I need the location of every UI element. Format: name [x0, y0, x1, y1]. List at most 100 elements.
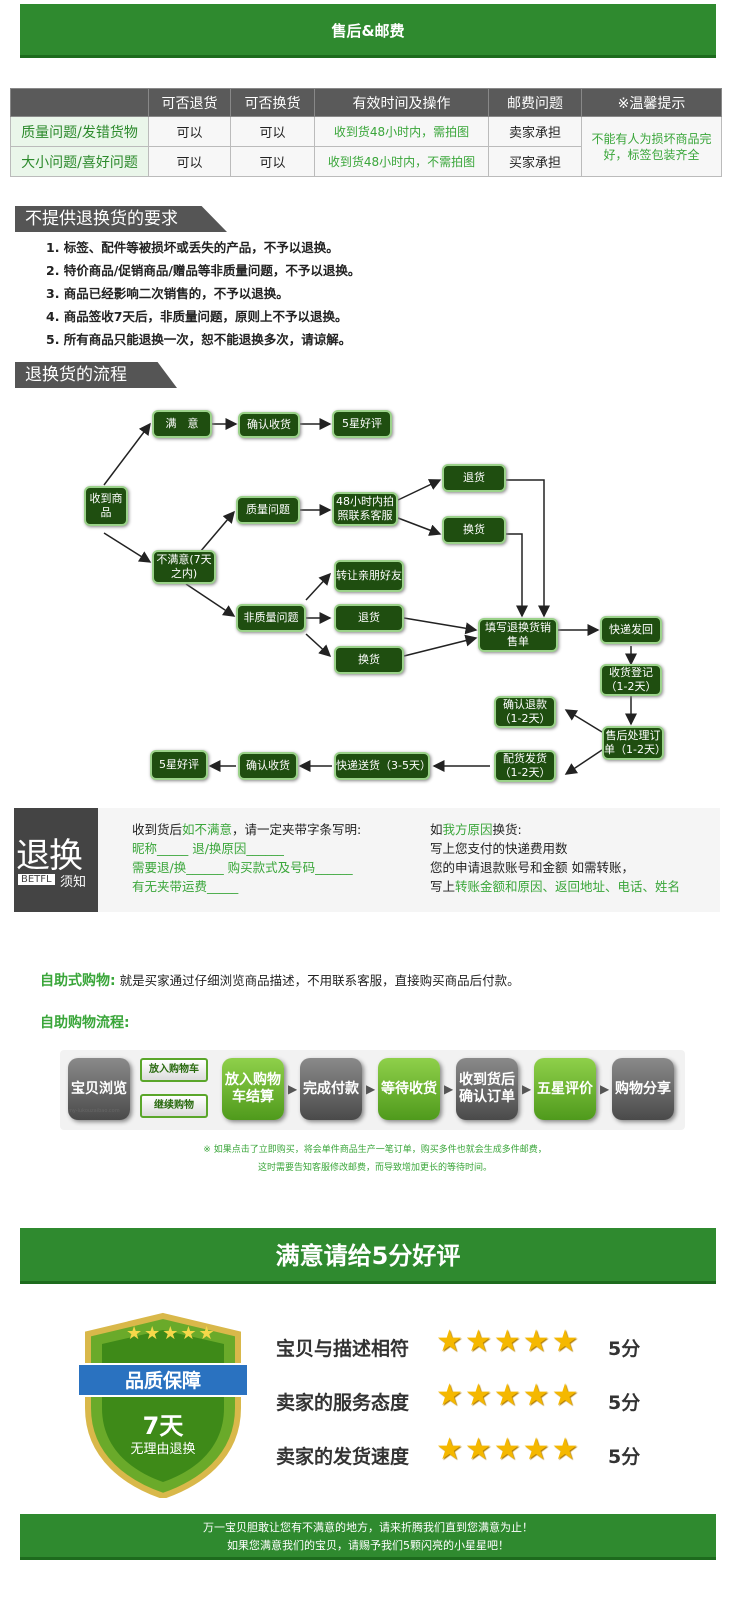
rating-score: 5分	[608, 1392, 641, 1414]
node-process-order: 售后处理订单（1-2天）	[602, 726, 666, 760]
step-share: 购物分享	[612, 1058, 674, 1120]
note-line: ※ 如果点击了立即购买，将会单件商品生产一笔订单，购买多件也就会生成多件邮费，	[203, 1145, 547, 1155]
badge-title: 品质保障	[124, 1370, 201, 1392]
arrow-icon: ▶	[444, 1082, 454, 1096]
table-header	[10, 88, 149, 117]
node-transfer: 转让亲朋好友	[334, 560, 404, 592]
flow-arrows	[103, 418, 637, 775]
arrow-icon: ▶	[366, 1082, 376, 1096]
node-fill-form: 填写退换货销售单	[478, 618, 558, 652]
add-to-cart-button[interactable]: 放入购物车	[140, 1058, 208, 1082]
process-title: 退换货的流程	[15, 362, 177, 388]
star-icon: ★★★★★	[436, 1378, 581, 1413]
notice-logo: 退换 BETFL 须知	[14, 808, 98, 912]
arrow-icon: ▶	[522, 1082, 532, 1096]
node-confirm-receipt: 确认收货	[238, 412, 300, 438]
badge-sub: 无理由退换	[130, 1442, 196, 1457]
step-pay: 完成付款	[300, 1058, 362, 1120]
footer-line: 如果您满意我们的宝贝，请赐予我们5颗闪亮的小星星吧！	[227, 1539, 509, 1552]
no-return-title: 不提供退换货的要求	[15, 206, 227, 232]
rating-label: 宝贝与描述相符	[276, 1338, 410, 1360]
step-browse: 宝贝浏览	[68, 1058, 130, 1120]
step-confirm-order: 收到货后确认订单	[456, 1058, 518, 1120]
badge-stars-icon: ★★★★★	[126, 1323, 217, 1344]
notice-logo-big: 退换	[16, 836, 83, 876]
tip-cell: 不能有人为损坏商品完好，标签包装齐全	[581, 116, 722, 177]
table-header: 有效时间及操作	[314, 88, 489, 117]
node-return: 退货	[334, 604, 404, 632]
watermark: my-lukouzaibao.com	[68, 1108, 120, 1114]
notice-right: 如我方原因换货: 写上您支付的快递费用数 您的申请退款账号和金额 如需转账， 写…	[430, 820, 680, 896]
self-service-desc: 自助式购物: 就是买家通过仔细浏览商品描述，不用联系客服，直接购买商品后付款。	[40, 973, 520, 989]
after-sales-banner: 售后&邮费	[20, 4, 716, 58]
footer-line: 万一宝贝胆敢让您有不满意的地方，请来折腾我们直到您满意为止！	[203, 1521, 533, 1534]
node-unsatisfied: 不满意(7天之内)	[152, 550, 216, 584]
node-ship-back: 快递发回	[600, 616, 662, 644]
table-cell: 卖家承担	[488, 116, 582, 147]
node-dispatch: 配货发货（1-2天）	[494, 750, 556, 782]
step-five-star: 五星评价	[534, 1058, 596, 1120]
table-cell: 质量问题/发错货物	[10, 116, 149, 147]
arrow-icon: ▶	[288, 1082, 298, 1096]
node-receive: 收到商品	[84, 486, 128, 526]
node-five-star: 5星好评	[150, 750, 208, 780]
table-cell: 收到货48小时内，需拍图	[314, 116, 489, 147]
notice-line: 昵称_____ 退/换原因______	[132, 841, 284, 856]
notice-line: 需要退/换______ 购买款式及号码______	[132, 860, 353, 875]
node-refund: 确认退款（1-2天）	[494, 696, 556, 728]
footer-banner: 万一宝贝胆敢让您有不满意的地方，请来折腾我们直到您满意为止！ 如果您满意我们的宝…	[20, 1514, 716, 1560]
node-photo-contact: 48小时内拍照联系客服	[332, 492, 398, 526]
table-header: 可否退货	[148, 88, 231, 117]
list-item: 1. 标签、配件等被损坏或丢失的产品，不予以退换。	[46, 240, 339, 255]
table-header-row: 可否退货 可否换货 有效时间及操作 邮费问题 ※温馨提示	[10, 88, 722, 117]
rating-score: 5分	[608, 1338, 641, 1360]
node-confirm-receipt: 确认收货	[238, 752, 298, 780]
node-five-star: 5星好评	[332, 410, 392, 438]
notice-logo-small: 须知	[60, 875, 87, 890]
list-item: 5. 所有商品只能退换一次，恕不能退换多次，请谅解。	[46, 332, 352, 347]
table-cell: 可以	[148, 116, 231, 147]
badge-days: 7天	[142, 1412, 184, 1440]
list-item: 2. 特价商品/促销商品/赠品等非质量问题，不予以退换。	[46, 263, 361, 278]
node-exchange: 换货	[334, 646, 404, 674]
node-register: 收货登记（1-2天）	[600, 664, 662, 696]
rating-label: 卖家的发货速度	[276, 1446, 410, 1468]
table-cell: 买家承担	[488, 146, 582, 177]
step-wait: 等待收货	[378, 1058, 440, 1120]
notice-line: 如我方原因换货:	[430, 822, 522, 837]
list-item: 3. 商品已经影响二次销售的，不予以退换。	[46, 286, 289, 301]
notice-left: 收到货后如不满意，请一定夹带字条写明: 昵称_____ 退/换原因______ …	[132, 820, 361, 896]
node-satisfied: 满 意	[152, 410, 212, 438]
policy-table: 可否退货 可否换货 有效时间及操作 邮费问题 ※温馨提示 质量问题/发错货物 可…	[10, 88, 722, 177]
table-header: ※温馨提示	[581, 88, 722, 117]
node-exchange: 换货	[442, 516, 506, 544]
notice-logo-brand: BETFL	[18, 874, 55, 885]
rating-score: 5分	[608, 1446, 641, 1468]
quality-badge	[78, 1312, 248, 1498]
table-row: 大小问题/喜好问题 可以 可以 收到货48小时内，不需拍图 买家承担	[10, 146, 722, 177]
node-return: 退货	[442, 464, 506, 492]
rating-label: 卖家的服务态度	[276, 1392, 410, 1414]
table-cell: 可以	[230, 146, 315, 177]
notice-line: 收到货后如不满意，请一定夹带字条写明:	[132, 822, 362, 837]
rating-banner: 满意请给5分好评	[20, 1228, 716, 1284]
table-cell: 收到货48小时内，不需拍图	[314, 146, 489, 177]
table-header: 邮费问题	[488, 88, 582, 117]
notice-line: 写上转账金额和原因、返回地址、电话、姓名	[430, 879, 681, 894]
return-notice: 退换 BETFL 须知 收到货后如不满意，请一定夹带字条写明: 昵称_____ …	[14, 808, 720, 912]
node-non-quality: 非质量问题	[236, 604, 306, 632]
star-icon: ★★★★★	[436, 1432, 581, 1467]
table-cell: 可以	[148, 146, 231, 177]
table-row: 质量问题/发错货物 可以 可以 收到货48小时内，需拍图 卖家承担 不能有人为损…	[10, 116, 722, 177]
notice-line: 写上您支付的快递费用数	[430, 841, 568, 856]
table-cell: 大小问题/喜好问题	[10, 146, 149, 177]
no-return-list: 1. 标签、配件等被损坏或丢失的产品，不予以退换。 2. 特价商品/促销商品/赠…	[46, 236, 360, 351]
continue-shopping-button[interactable]: 继续购物	[140, 1094, 208, 1118]
notice-line: 有无夹带运费_____	[132, 879, 239, 894]
step-cart-checkout: 放入购物车结算	[222, 1058, 284, 1120]
arrow-icon: ▶	[600, 1082, 610, 1096]
node-quality-issue: 质量问题	[236, 496, 300, 524]
node-express: 快递送货（3-5天）	[334, 752, 431, 780]
table-cell: 可以	[230, 116, 315, 147]
table-header: 可否换货	[230, 88, 315, 117]
